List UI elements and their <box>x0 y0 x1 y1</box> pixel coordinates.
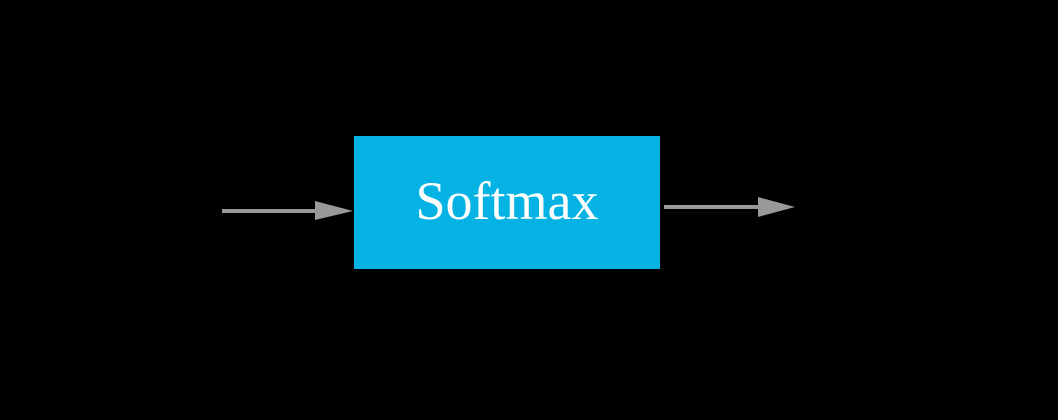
node-label: Softmax <box>415 170 599 231</box>
input-arrow <box>222 201 353 220</box>
output-arrow <box>664 197 795 217</box>
softmax-node: Softmax <box>354 136 660 269</box>
